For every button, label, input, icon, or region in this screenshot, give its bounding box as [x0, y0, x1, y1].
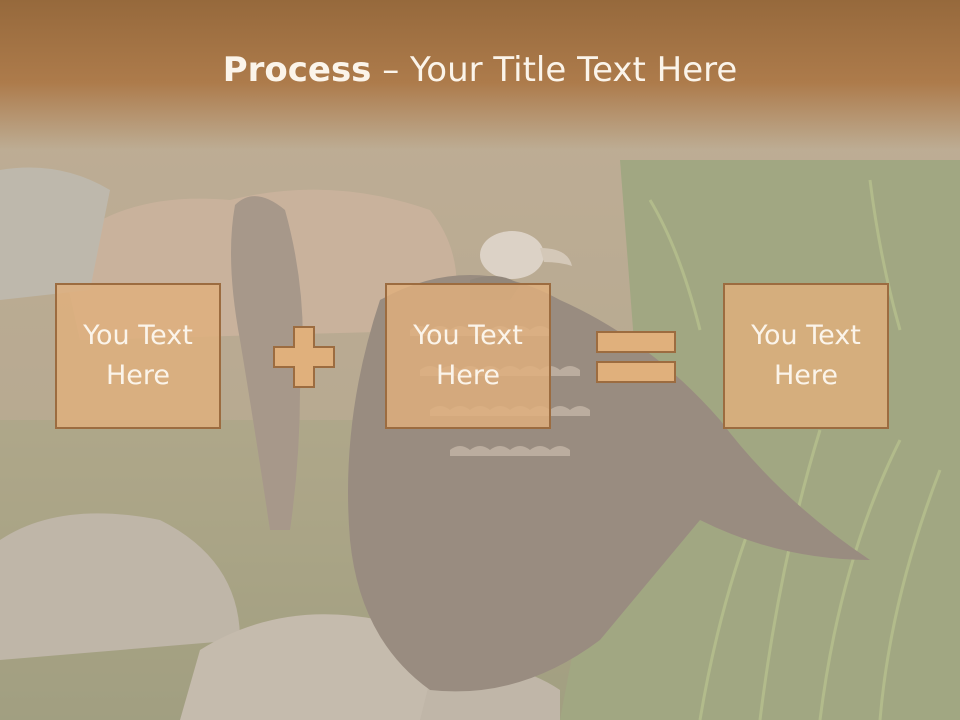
process-box-3-line1: You Text [751, 320, 861, 351]
title-band [0, 0, 960, 150]
process-box-3-text: You Text Here [736, 316, 876, 396]
plus-icon [273, 326, 335, 388]
equals-icon [596, 331, 676, 383]
process-box-2-line1: You Text [413, 320, 523, 351]
title-rest: – Your Title Text Here [371, 50, 738, 90]
title-bold: Process [222, 50, 372, 90]
process-box-2[interactable]: You Text Here [385, 283, 551, 429]
process-box-2-line2: Here [435, 360, 501, 391]
process-box-1-line1: You Text [83, 320, 193, 351]
process-box-3[interactable]: You Text Here [723, 283, 889, 429]
process-box-1-line2: Here [105, 360, 171, 391]
process-box-2-text: You Text Here [398, 316, 538, 396]
process-box-1-text: You Text Here [68, 316, 208, 396]
process-box-3-line2: Here [773, 360, 839, 391]
process-box-1[interactable]: You Text Here [55, 283, 221, 429]
slide-title: Process – Your Title Text Here [0, 50, 960, 90]
